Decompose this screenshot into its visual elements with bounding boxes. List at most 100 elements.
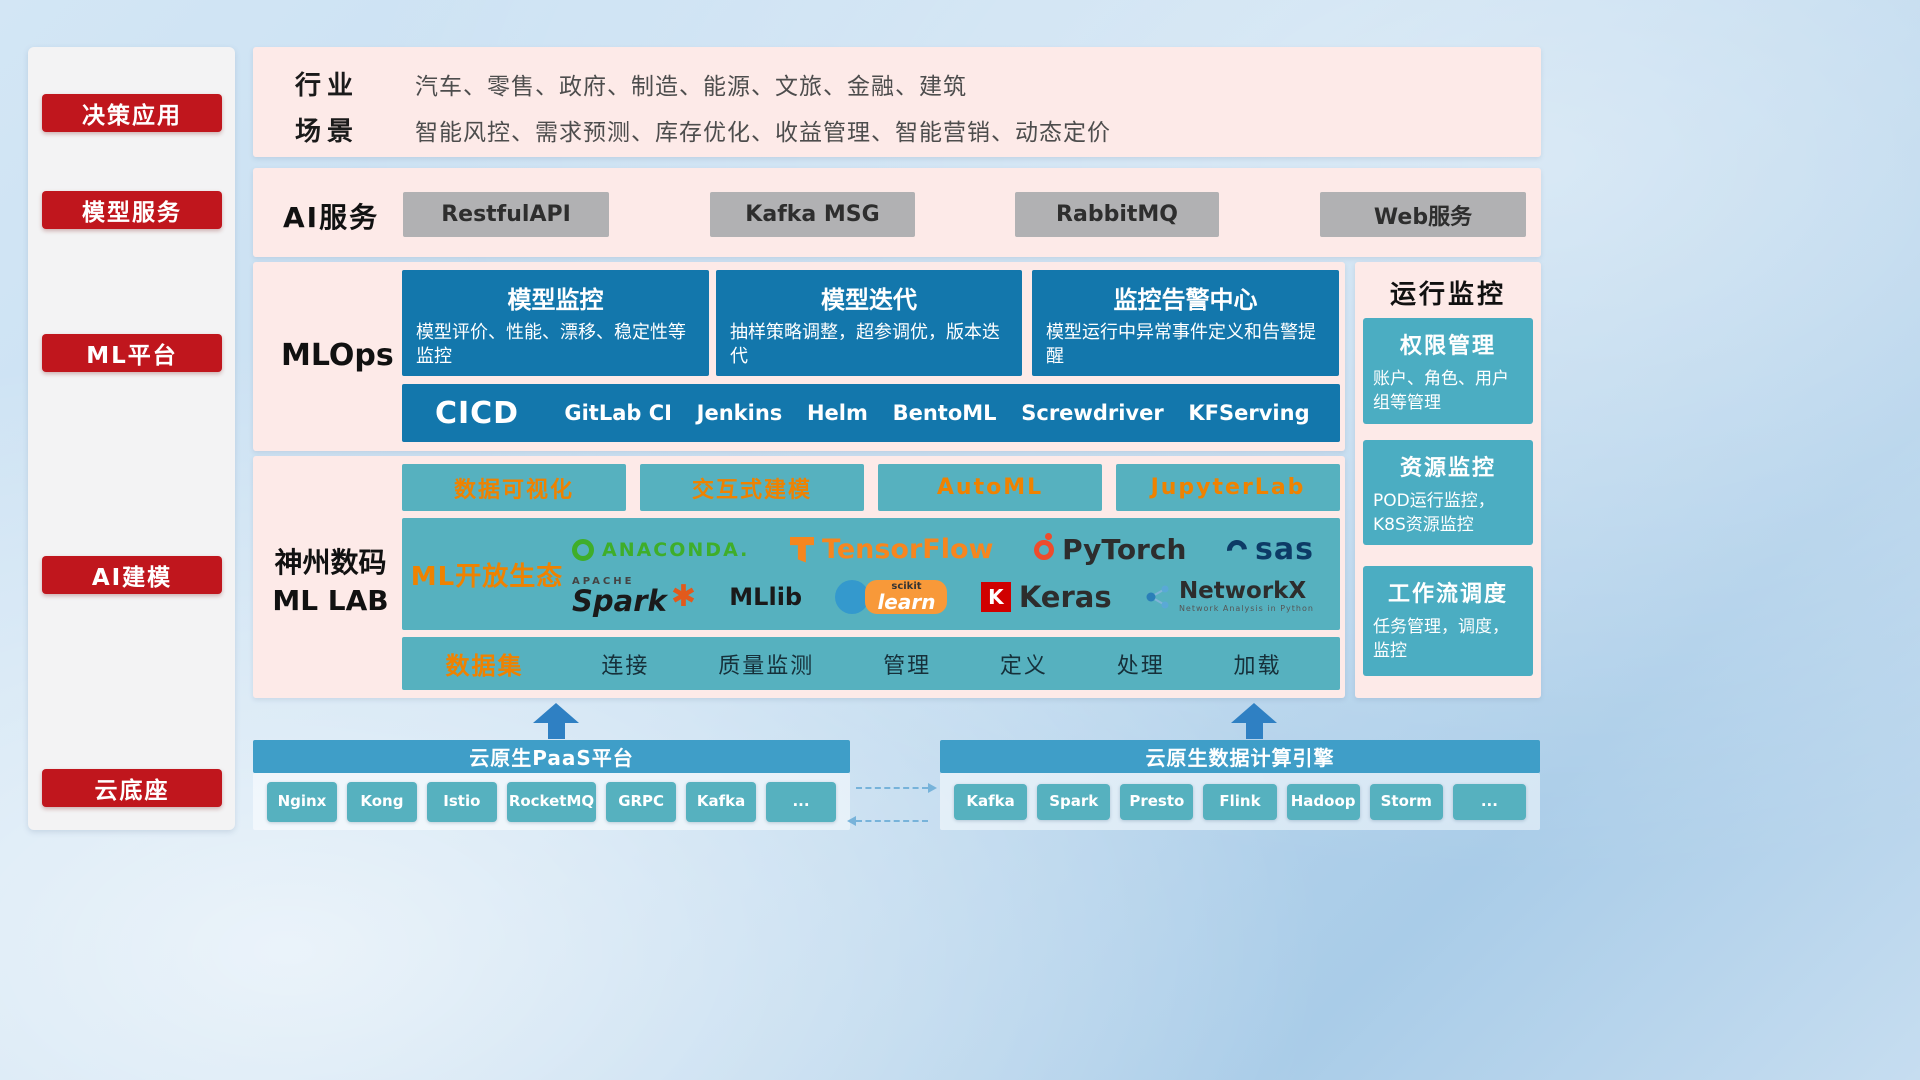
mllab-label-line2: ML LAB	[272, 583, 389, 617]
mlops-panel: MLOps 模型监控 模型评价、性能、漂移、稳定性等监控 模型迭代 抽样策略调整…	[253, 262, 1345, 451]
scenario-label: 场景	[295, 117, 360, 147]
left-category-rail: 决策应用 模型服务 ML平台 AI建模 云底座	[28, 47, 235, 830]
apache-text: APACHE	[572, 576, 635, 587]
networkx-icon	[1146, 585, 1169, 608]
sidebar-item-ai-modeling: AI建模	[42, 556, 222, 594]
anaconda-logo: ANACONDA.	[572, 538, 750, 561]
data-engine-strip: Kafka Spark Presto Flink Hadoop Storm ..…	[940, 773, 1540, 830]
chip-more-engine: ...	[1452, 783, 1526, 820]
keras-logo: K Keras	[980, 579, 1112, 614]
dataset-define: 定义	[999, 653, 1048, 679]
tensorflow-icon	[790, 536, 814, 563]
tool-gitlab-ci: GitLab CI	[564, 401, 672, 425]
card-title: 模型监控	[507, 286, 604, 314]
card-title: 工作流调度	[1387, 582, 1508, 607]
card-desc: 抽样策略调整，超参调优，版本迭代	[730, 322, 1000, 368]
service-rabbitmq: RabbitMQ	[1015, 192, 1219, 237]
chip-storm: Storm	[1369, 783, 1443, 820]
tool-data-visualization: 数据可视化	[402, 464, 626, 511]
eco-logo-row-2: APACHE Spark ✱ MLlib scikit learn	[572, 577, 1314, 616]
data-engine-header: 云原生数据计算引擎	[940, 740, 1540, 773]
mllib-text: MLlib	[729, 582, 803, 611]
card-desc: 模型评价、性能、漂移、稳定性等监控	[416, 322, 686, 368]
mlops-label: MLOps	[281, 338, 394, 373]
runtime-monitoring-panel: 运行监控 权限管理 账户、角色、用户组等管理 资源监控 POD运行监控，K8S资…	[1355, 262, 1541, 698]
dataset-connect: 连接	[601, 653, 650, 679]
card-workflow-scheduling: 工作流调度 任务管理，调度，监控	[1363, 566, 1533, 676]
card-title: 模型迭代	[821, 286, 917, 314]
mllab-tools-row: 数据可视化 交互式建模 AutoML JupyterLab	[402, 464, 1340, 511]
spark-star-icon: ✱	[670, 579, 696, 614]
sidebar-item-decision-apps: 决策应用	[42, 94, 222, 132]
sas-swoosh-icon	[1222, 535, 1252, 564]
card-model-monitoring: 模型监控 模型评价、性能、漂移、稳定性等监控	[402, 270, 709, 376]
mllab-label-line1: 神州数码	[274, 546, 387, 579]
chip-nginx: Nginx	[267, 781, 337, 822]
up-arrow-paas-icon	[533, 703, 579, 739]
mllib-logo: MLlib	[729, 583, 802, 611]
pytorch-text: PyTorch	[1062, 533, 1187, 566]
sidebar-item-cloud-base: 云底座	[42, 769, 222, 807]
up-arrow-engine-icon	[1231, 703, 1277, 739]
pytorch-icon	[1034, 532, 1055, 560]
service-kafka-msg: Kafka MSG	[710, 192, 915, 237]
spark-text: Spark	[572, 584, 667, 618]
dataset-bar: 数据集 连接 质量监测 管理 定义 处理 加载	[402, 637, 1340, 690]
dataset-manage: 管理	[883, 653, 932, 679]
chip-kafka-engine: Kafka	[954, 783, 1028, 820]
eco-label: ML开放生态	[410, 561, 564, 592]
service-web: Web服务	[1320, 192, 1526, 237]
chip-grpc: GRPC	[606, 781, 677, 822]
scenario-list: 智能风控、需求预测、库存优化、收益管理、智能营销、动态定价	[415, 119, 1111, 146]
networkx-subtitle: Network Analysis in Python	[1178, 603, 1314, 613]
sas-logo: sas	[1222, 532, 1314, 567]
chip-kong: Kong	[346, 781, 417, 822]
scikit-learn-icon	[835, 579, 870, 614]
card-desc: 模型运行中异常事件定义和告警提醒	[1046, 322, 1316, 368]
cicd-tools: GitLab CI Jenkins Helm BentoML Screwdriv…	[552, 401, 1340, 425]
tool-jenkins: Jenkins	[696, 401, 783, 425]
ai-service-label: AI服务	[283, 201, 380, 234]
dataset-load: 加载	[1233, 653, 1282, 679]
industry-label: 行业	[295, 71, 360, 101]
chip-rocketmq: RocketMQ	[506, 781, 597, 822]
eco-logos: ANACONDA. TensorFlow PyTorch sas	[572, 518, 1340, 630]
cicd-label: CICD	[434, 395, 520, 431]
keras-icon: K	[980, 581, 1011, 612]
networkx-text: NetworkX	[1178, 578, 1307, 605]
card-title: 资源监控	[1399, 456, 1496, 481]
mllab-label: 神州数码 ML LAB	[263, 544, 398, 620]
ml-open-ecosystem: ML开放生态 ANACONDA. TensorFlow PyTorch	[402, 518, 1340, 630]
ai-service-panel: AI服务 RestfulAPI Kafka MSG RabbitMQ Web服务	[253, 168, 1541, 257]
keras-text: Keras	[1018, 579, 1112, 614]
mllab-panel: 神州数码 ML LAB 数据可视化 交互式建模 AutoML JupyterLa…	[253, 456, 1345, 698]
learn-text: learn	[877, 589, 936, 614]
chip-hadoop: Hadoop	[1286, 783, 1360, 820]
dataset-quality: 质量监测	[718, 653, 815, 679]
chip-kafka: Kafka	[686, 781, 757, 822]
tool-automl: AutoML	[878, 464, 1102, 511]
tensorflow-text: TensorFlow	[822, 534, 994, 565]
anaconda-text: ANACONDA.	[602, 538, 750, 561]
networkx-logo: NetworkX Network Analysis in Python	[1145, 579, 1314, 613]
card-alert-center: 监控告警中心 模型运行中异常事件定义和告警提醒	[1032, 270, 1339, 376]
chip-istio: Istio	[426, 781, 497, 822]
chip-more: ...	[766, 781, 836, 822]
dataset-process: 处理	[1116, 653, 1165, 679]
scikit-text: scikit	[891, 580, 922, 592]
tensorflow-logo: TensorFlow	[790, 534, 994, 565]
card-desc: POD运行监控，K8S资源监控	[1373, 491, 1495, 535]
chip-presto: Presto	[1120, 783, 1194, 820]
service-restfulapi: RestfulAPI	[403, 192, 609, 237]
industry-scenario-panel: 行业 汽车、零售、政府、制造、能源、文旅、金融、建筑 场景 智能风控、需求预测、…	[253, 47, 1541, 157]
card-title: 监控告警中心	[1113, 286, 1258, 314]
dataset-label: 数据集	[445, 652, 524, 680]
industry-list: 汽车、零售、政府、制造、能源、文旅、金融、建筑	[415, 73, 967, 100]
card-permission-management: 权限管理 账户、角色、用户组等管理	[1363, 318, 1533, 424]
sidebar-item-model-services: 模型服务	[42, 191, 222, 229]
tool-helm: Helm	[806, 401, 868, 425]
paas-platform-header: 云原生PaaS平台	[253, 740, 850, 773]
runtime-monitoring-title: 运行监控	[1389, 280, 1506, 310]
chip-flink: Flink	[1203, 783, 1277, 820]
